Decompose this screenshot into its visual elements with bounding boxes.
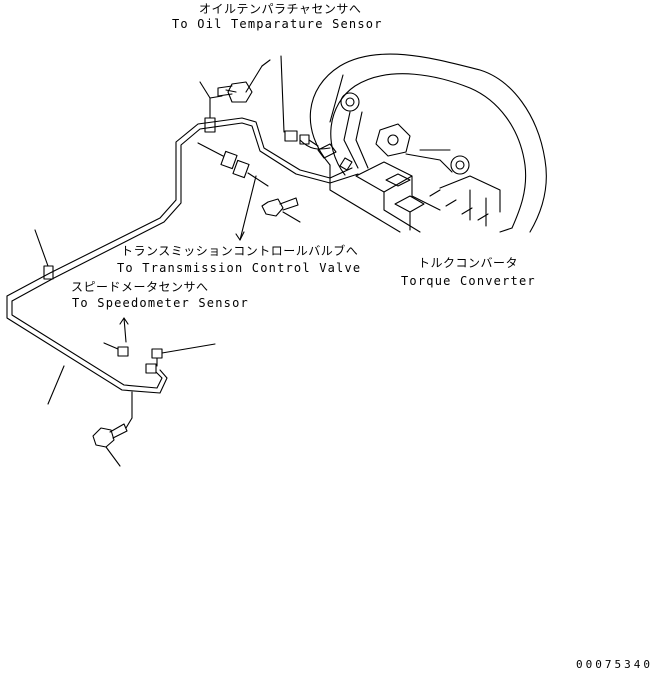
transmission-valve-label-en: To Transmission Control Valve [117, 261, 362, 275]
speedometer-connector [103, 342, 157, 374]
drawing-code: 00075340 [576, 658, 653, 671]
speedometer-label-jp: スピードメータセンサへ [71, 280, 209, 294]
torque-converter-label-jp: トルクコンバータ [418, 256, 519, 270]
torque-converter [299, 53, 547, 233]
leader-lines [34, 55, 344, 467]
oil-sensor-connector [284, 130, 319, 147]
bolt-mid [261, 197, 301, 223]
transmission-valve-label-jp: トランスミッションコントロールバルブへ [121, 244, 359, 258]
oil-sensor-label-jp: オイルテンパラチャセンサへ [199, 2, 362, 16]
bolt-upper [217, 65, 263, 103]
harness-clamp [204, 95, 223, 133]
transmission-connector [197, 142, 269, 187]
torque-converter-label-en: Torque Converter [401, 274, 536, 288]
oil-sensor-label-en: To Oil Temparature Sensor [172, 17, 383, 31]
wiring-harness [6, 117, 331, 394]
speedometer-label-en: To Speedometer Sensor [72, 296, 249, 310]
bolt-lower [92, 417, 133, 448]
